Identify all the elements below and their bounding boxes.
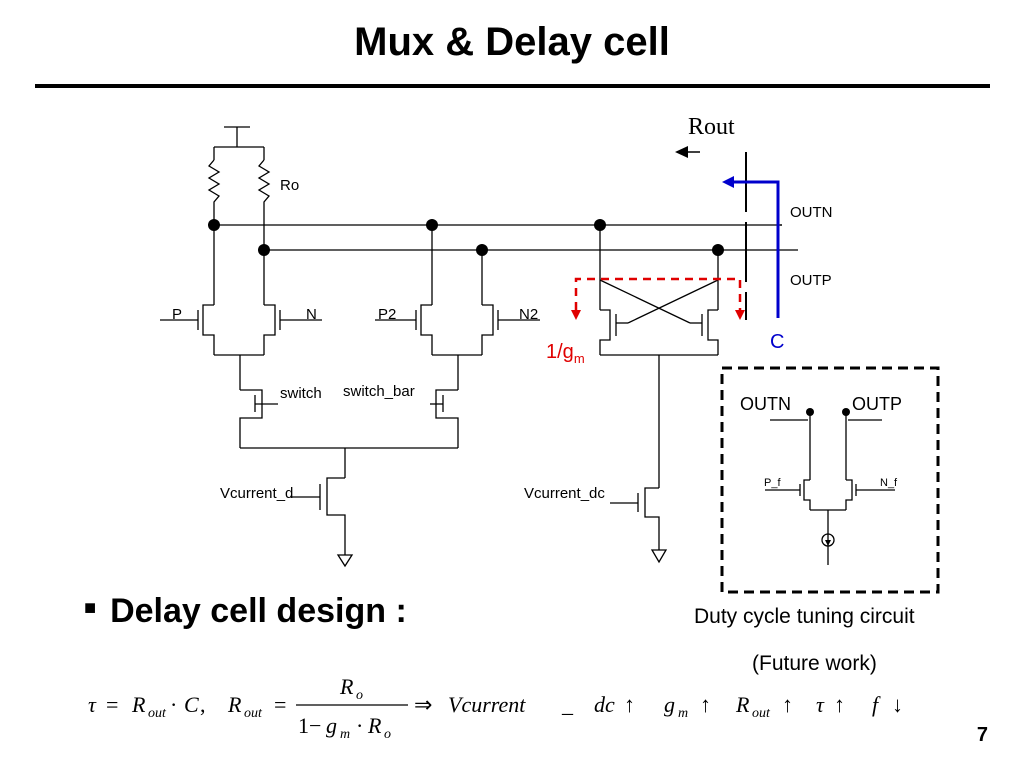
future-work-caption: (Future work) xyxy=(752,652,877,675)
vcurrent-d-label: Vcurrent_d xyxy=(220,485,293,502)
slide-title: Mux & Delay cell xyxy=(354,20,670,64)
svg-text:_: _ xyxy=(561,692,574,717)
svg-text:R: R xyxy=(227,692,242,717)
switch-label: switch xyxy=(280,385,322,402)
svg-text:=: = xyxy=(274,692,286,717)
resistor-right xyxy=(257,159,271,250)
gm-arrow xyxy=(574,277,742,310)
ro-label: Ro xyxy=(280,177,299,194)
node-dot xyxy=(842,408,850,416)
capacitance-arrow xyxy=(730,180,780,318)
bullet-text: Delay cell design : xyxy=(110,592,407,630)
svg-text:⇒: ⇒ xyxy=(414,692,432,717)
svg-text:Vcurrent: Vcurrent xyxy=(448,692,526,717)
n2-label: N2 xyxy=(519,306,538,323)
title-divider xyxy=(35,84,990,88)
svg-text:↑: ↑ xyxy=(782,692,793,717)
svg-text:g: g xyxy=(664,692,675,717)
p2-label: P2 xyxy=(378,306,396,323)
duty-outn-label: OUTN xyxy=(740,394,791,414)
svg-text:m: m xyxy=(678,706,688,721)
duty-cycle-caption: Duty cycle tuning circuit xyxy=(694,605,915,628)
svg-text:=: = xyxy=(106,692,118,717)
node-dot xyxy=(806,408,814,416)
svg-text:R: R xyxy=(735,692,750,717)
node-dot xyxy=(426,219,438,231)
duty-outp-label: OUTP xyxy=(852,394,902,414)
resistor-left xyxy=(207,159,221,225)
svg-text:1−: 1− xyxy=(298,713,321,738)
outp-label: OUTP xyxy=(790,272,832,289)
svg-text:f: f xyxy=(872,692,881,717)
page-number: 7 xyxy=(976,724,988,746)
switch-bar-label: switch_bar xyxy=(343,383,415,400)
svg-text:↑: ↑ xyxy=(700,692,711,717)
svg-text:out: out xyxy=(244,706,263,721)
svg-text:o: o xyxy=(356,688,363,703)
svg-text:τ: τ xyxy=(816,692,825,717)
svg-text:R: R xyxy=(339,674,354,699)
svg-text:out: out xyxy=(148,706,167,721)
c-label: C xyxy=(770,331,784,353)
node-dot xyxy=(712,244,724,256)
bullet-square-icon: ■ xyxy=(84,597,97,619)
svg-text:m: m xyxy=(340,727,350,742)
node-dot xyxy=(258,244,270,256)
svg-text:,: , xyxy=(200,692,206,717)
node-dot xyxy=(594,219,606,231)
vcurrent-dc-label: Vcurrent_dc xyxy=(524,485,605,502)
svg-text:·: · xyxy=(356,713,363,738)
node-dot xyxy=(476,244,488,256)
outn-label: OUTN xyxy=(790,204,833,221)
gm-label: 1/gm xyxy=(546,341,585,366)
svg-text:g: g xyxy=(326,713,337,738)
svg-text:↓: ↓ xyxy=(892,692,903,717)
svg-text:R: R xyxy=(131,692,146,717)
svg-text:dc: dc xyxy=(594,692,615,717)
svg-text:o: o xyxy=(384,727,391,742)
n-label: N xyxy=(306,306,317,323)
delay-formula: τ = R out · C , R out = R o 1− g m · R o… xyxy=(88,674,903,742)
svg-text:out: out xyxy=(752,706,771,721)
svg-text:·: · xyxy=(170,692,177,717)
svg-text:↑: ↑ xyxy=(834,692,845,717)
svg-text:τ: τ xyxy=(88,692,97,717)
pf-label: P_f xyxy=(764,477,781,489)
node-dot xyxy=(208,219,220,231)
svg-text:C: C xyxy=(184,692,199,717)
svg-text:↑: ↑ xyxy=(624,692,635,717)
bullet-delay-cell: ■ Delay cell design : xyxy=(84,592,407,631)
nf-label: N_f xyxy=(880,477,898,489)
svg-text:R: R xyxy=(367,713,382,738)
p-label: P xyxy=(172,306,182,323)
rout-label: Rout xyxy=(688,114,735,140)
